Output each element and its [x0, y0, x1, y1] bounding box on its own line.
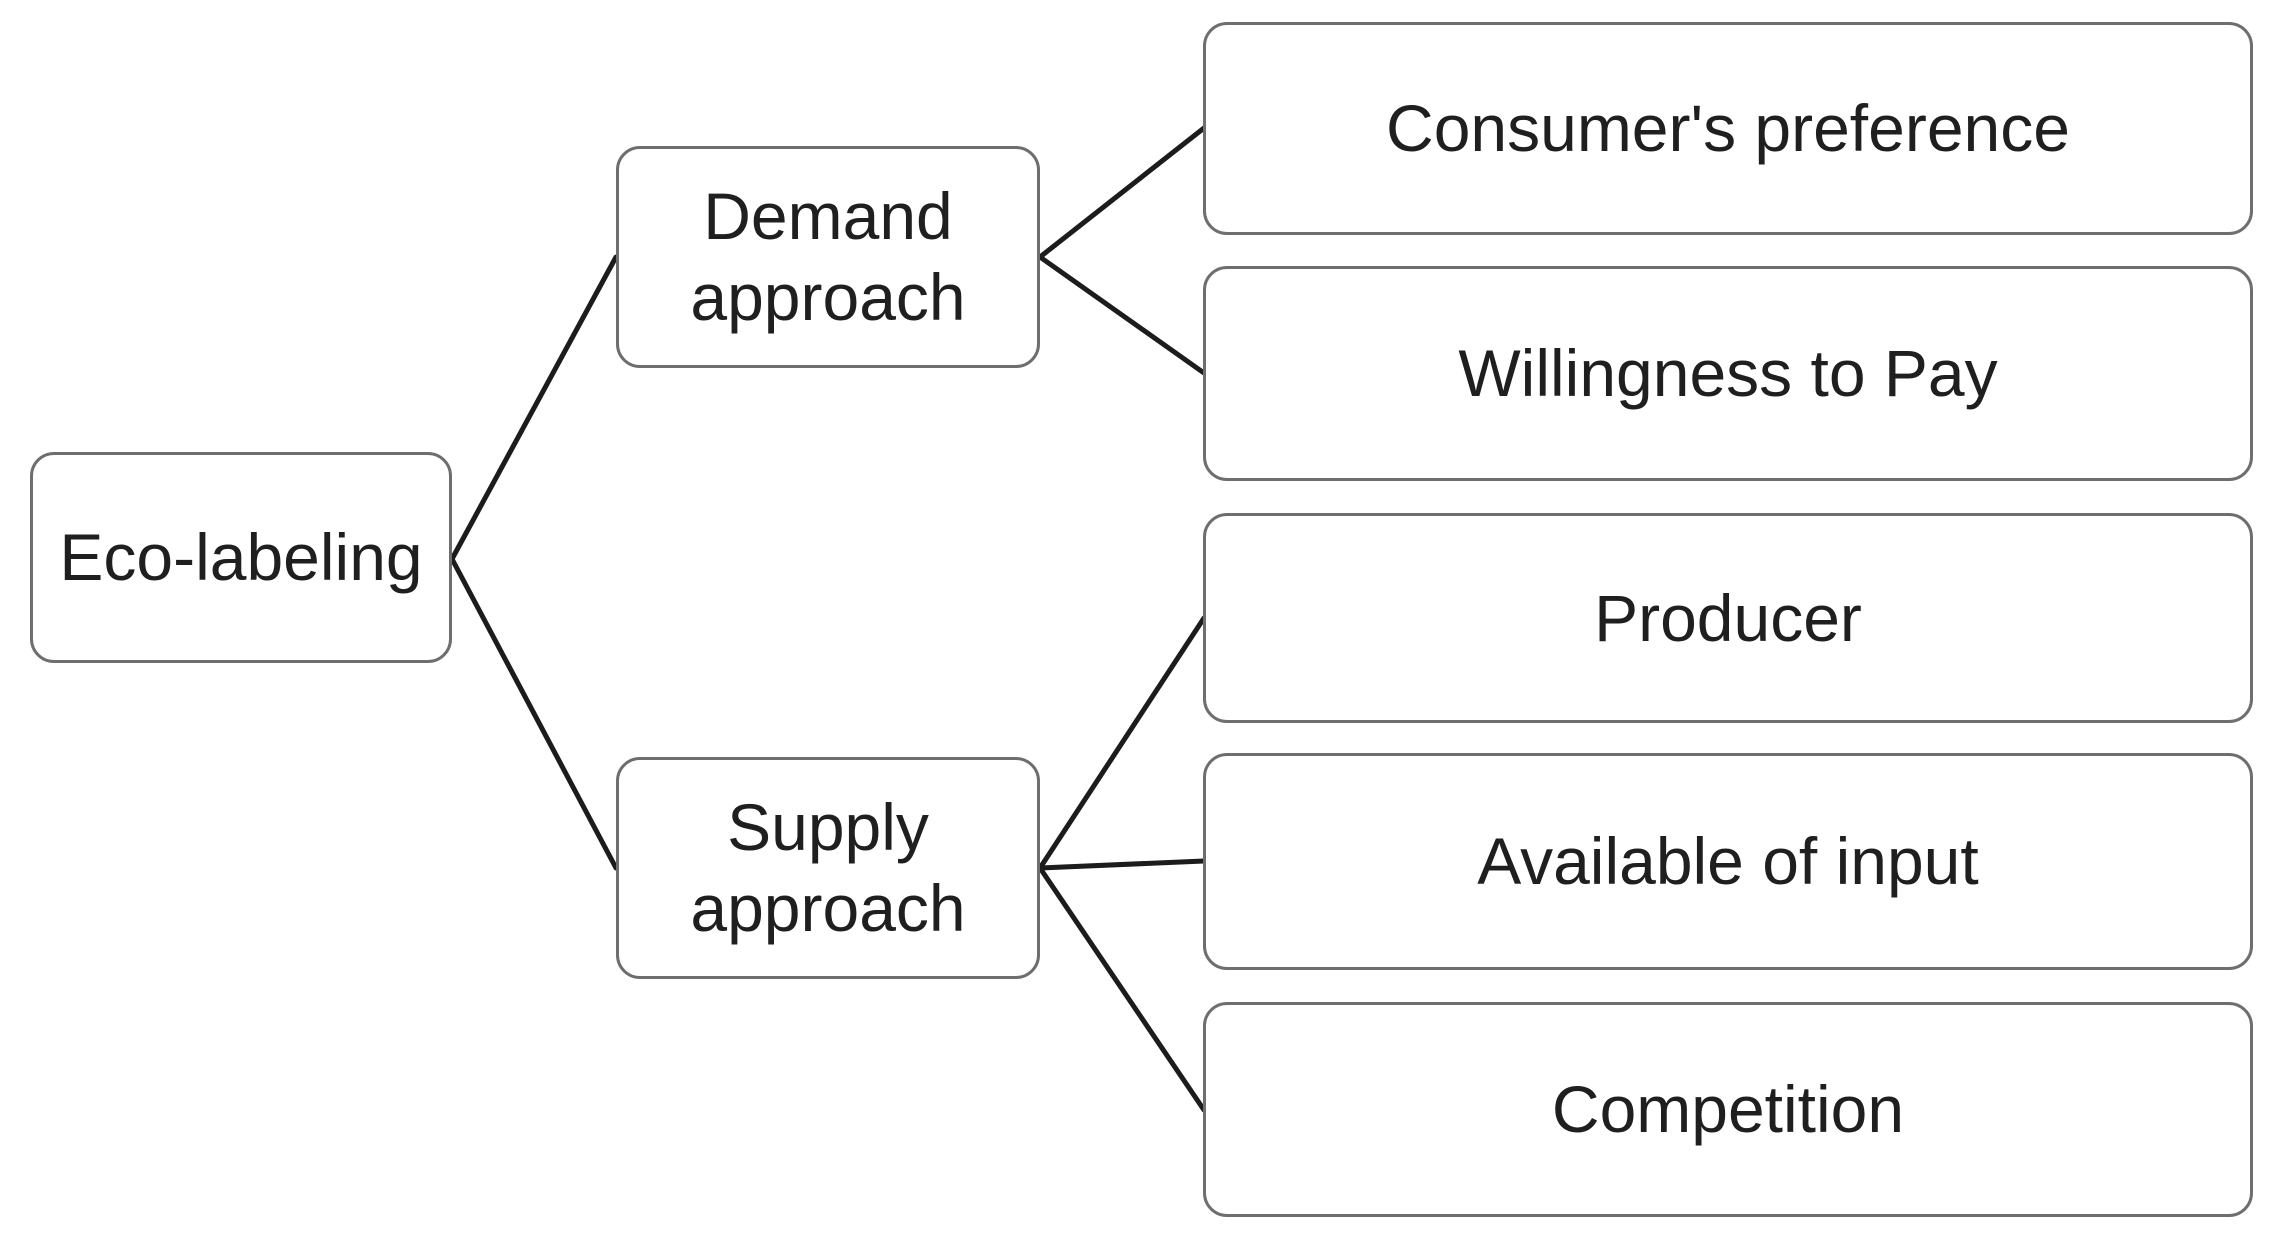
node-available-of-input: Available of input	[1203, 753, 2253, 970]
node-producer-label: Producer	[1594, 580, 1862, 655]
connector-root-to-supply	[449, 556, 619, 871]
connector-supply-to-producer	[1037, 615, 1207, 871]
node-demand-approach-label: Demand approach	[690, 179, 966, 334]
node-competition-label: Competition	[1551, 1072, 1905, 1147]
connector-supply-to-available	[1037, 858, 1207, 871]
node-demand-approach: Demand approach	[616, 146, 1040, 368]
connector-demand-to-willingness	[1037, 254, 1207, 376]
connector-root-to-demand	[449, 254, 619, 562]
node-consumers-preference: Consumer's preference	[1203, 22, 2253, 235]
node-eco-labeling: Eco-labeling	[30, 452, 452, 663]
node-willingness-to-pay: Willingness to Pay	[1203, 266, 2253, 481]
node-available-of-input-label: Available of input	[1477, 824, 1979, 899]
node-willingness-to-pay-label: Willingness to Pay	[1458, 336, 1998, 411]
node-competition: Competition	[1203, 1002, 2253, 1217]
connector-supply-to-competition	[1037, 865, 1207, 1113]
node-supply-approach-label: Supply approach	[690, 790, 966, 945]
node-consumers-preference-label: Consumer's preference	[1386, 91, 2070, 166]
node-eco-labeling-label: Eco-labeling	[59, 520, 423, 595]
node-producer: Producer	[1203, 513, 2253, 723]
connector-demand-to-consumer	[1037, 125, 1207, 260]
node-supply-approach: Supply approach	[616, 757, 1040, 979]
